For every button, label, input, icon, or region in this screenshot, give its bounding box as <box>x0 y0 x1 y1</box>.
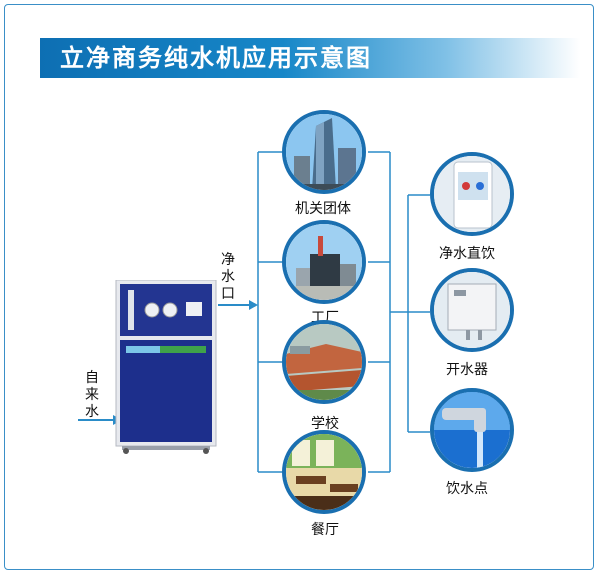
water-tap-photo <box>430 388 514 472</box>
water-boiler-photo <box>430 268 514 352</box>
water-dispenser-photo <box>430 152 514 236</box>
outlet-label: 净水口 <box>221 252 235 302</box>
title-bar <box>40 38 580 78</box>
application-label-school: 学校 <box>311 416 339 432</box>
device-label-boiler: 开水器 <box>446 362 488 378</box>
page-title: 立净商务纯水机应用示意图 <box>60 44 372 72</box>
device-label-tap: 饮水点 <box>446 481 488 497</box>
diagram-frame <box>4 4 594 570</box>
factory-photo <box>282 220 366 304</box>
water-purifier-machine <box>115 280 217 454</box>
school-campus-photo <box>282 320 366 404</box>
application-label-office: 机关团体 <box>295 201 351 217</box>
inlet-label: 自来水 <box>85 370 99 420</box>
restaurant-photo <box>282 430 366 514</box>
device-label-dispenser: 净水直饮 <box>439 246 495 262</box>
office-building-photo <box>282 110 366 194</box>
application-label-restaurant: 餐厅 <box>311 522 339 538</box>
